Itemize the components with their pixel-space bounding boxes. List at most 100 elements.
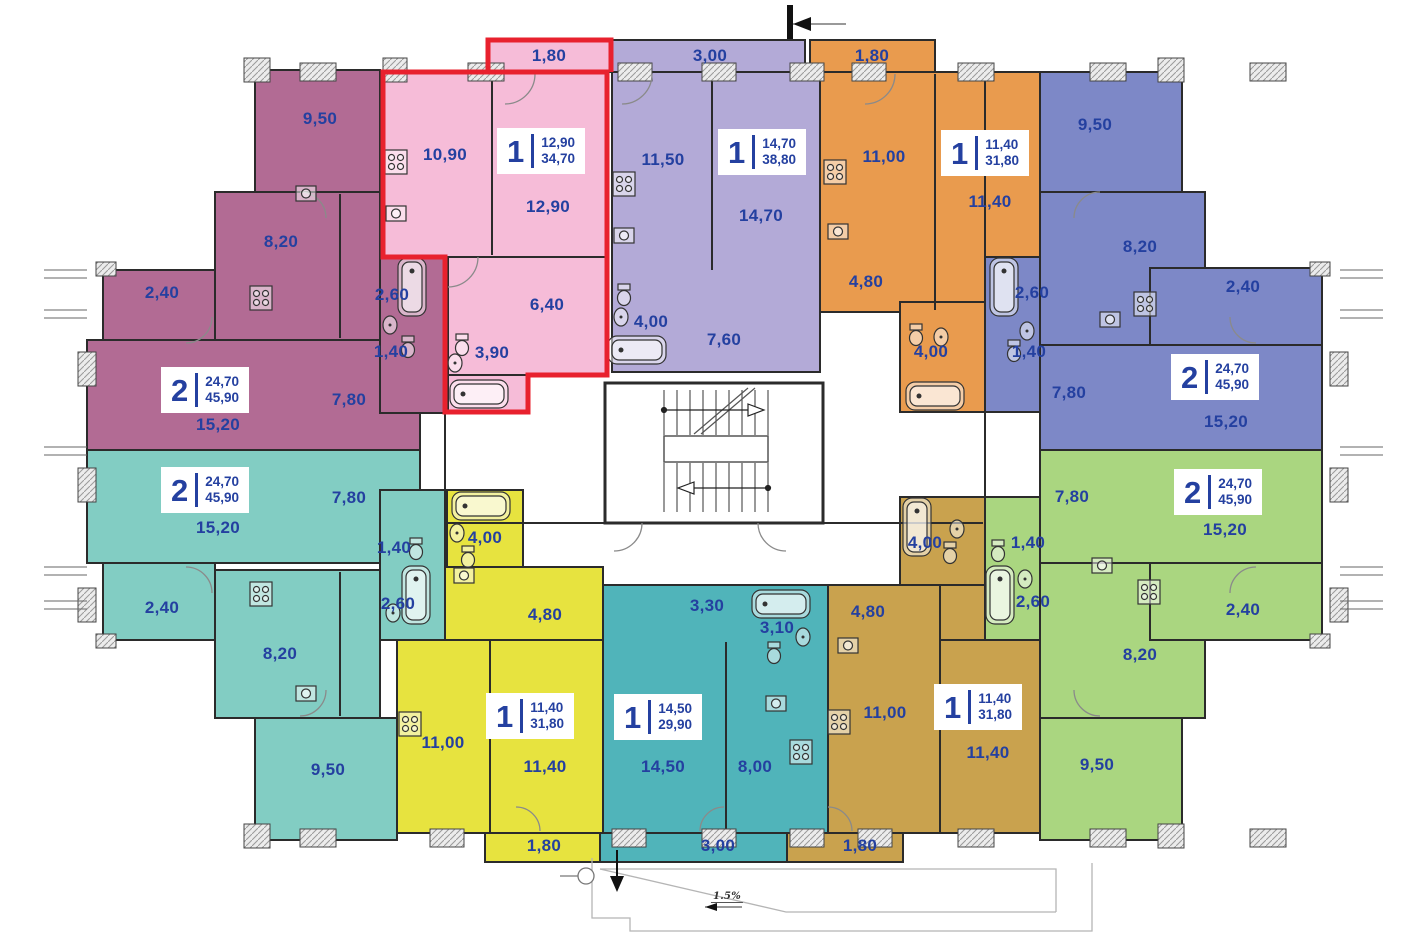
bathtub-icon	[985, 565, 1015, 625]
stove-icon	[789, 739, 813, 765]
toilet-icon	[408, 537, 424, 561]
section-marker-top	[787, 5, 846, 39]
washbasin-icon	[385, 603, 401, 623]
toilet-icon	[460, 545, 476, 569]
apartment-rooms-layer	[86, 39, 1323, 863]
room-tan	[827, 584, 941, 834]
door-swings-layer	[185, 73, 1257, 832]
wall-pier	[1329, 587, 1349, 623]
bathtub-icon	[401, 565, 431, 625]
room-tan	[939, 639, 1041, 834]
wall-pier	[299, 62, 337, 82]
wall-pier	[611, 828, 647, 848]
stove-icon	[249, 581, 273, 607]
washbasin-icon	[795, 627, 811, 647]
wall-pier	[617, 62, 653, 82]
wall-pier	[1089, 828, 1127, 848]
wall-pier	[77, 351, 97, 387]
toilet-icon	[454, 333, 470, 357]
room-green	[1039, 717, 1183, 841]
kitchen-sink-icon	[453, 567, 475, 584]
stove-icon	[398, 711, 422, 737]
stove-icon	[823, 159, 847, 185]
wall-pier	[1309, 633, 1331, 649]
bathtub-icon	[451, 491, 511, 521]
wall-pier	[789, 62, 825, 82]
kitchen-sink-icon	[827, 223, 849, 240]
wall-pier	[957, 62, 995, 82]
room-pink	[487, 39, 612, 73]
wall-pier	[1089, 62, 1127, 82]
room-pink	[447, 256, 608, 376]
wall-pier	[243, 57, 271, 83]
stove-icon	[1133, 291, 1157, 317]
room-mauve	[214, 191, 381, 341]
toilet-icon	[616, 283, 632, 307]
wall-pier	[1309, 261, 1331, 277]
slope-arrow	[705, 903, 742, 911]
stove-icon	[1137, 579, 1161, 605]
room-pink	[382, 71, 608, 258]
wall-pier	[77, 587, 97, 623]
room-teal	[102, 562, 216, 641]
washbasin-icon	[447, 353, 463, 373]
kitchen-sink-icon	[295, 685, 317, 702]
room-mauve	[379, 256, 446, 414]
toilet-icon	[400, 335, 416, 359]
wall-pier	[701, 62, 737, 82]
toilet-icon	[766, 641, 782, 665]
bathtub-icon	[397, 257, 427, 317]
wall-pier	[851, 62, 887, 82]
wall-pier	[1249, 828, 1287, 848]
wall-piers-layer	[77, 57, 1349, 849]
kitchen-sink-icon	[295, 185, 317, 202]
wall-pier	[243, 823, 271, 849]
room-teal	[86, 449, 421, 564]
room-orange	[819, 71, 986, 313]
kitchen-sink-icon	[1091, 557, 1113, 574]
wall-pier	[1157, 57, 1185, 83]
bathtub-icon	[905, 381, 965, 411]
wall-pier	[1329, 467, 1349, 503]
room-tan	[939, 584, 986, 641]
wall-pier	[1249, 62, 1287, 82]
washbasin-icon	[382, 315, 398, 335]
room-purple	[611, 71, 821, 373]
toilet-icon	[1006, 339, 1022, 363]
wall-pier	[789, 828, 825, 848]
room-yellow	[484, 832, 601, 863]
room-green	[1039, 449, 1323, 564]
kitchen-sink-icon	[385, 205, 407, 222]
room-yellow	[489, 639, 604, 834]
washbasin-icon	[933, 327, 949, 347]
bathtub-icon	[449, 379, 509, 409]
toilet-icon	[908, 323, 924, 347]
room-mauve	[86, 339, 421, 451]
room-orange	[984, 71, 1041, 258]
washbasin-icon	[949, 519, 965, 539]
stove-icon	[249, 285, 273, 311]
bathtub-icon	[607, 335, 667, 365]
washbasin-icon	[449, 523, 465, 543]
washbasin-icon	[613, 307, 629, 327]
room-teal	[254, 717, 398, 841]
wall-pier	[95, 261, 117, 277]
room-mauve	[102, 269, 216, 347]
room-cyan	[602, 584, 829, 834]
wall-pier	[701, 828, 737, 848]
room-green	[1149, 562, 1323, 641]
wall-pier	[429, 828, 465, 848]
bathtub-icon	[751, 589, 811, 619]
stove-icon	[827, 709, 851, 735]
stove-icon	[384, 149, 408, 175]
wall-pier	[77, 467, 97, 503]
bathtub-icon	[902, 497, 932, 557]
stove-icon	[612, 171, 636, 197]
wall-pier	[857, 828, 893, 848]
toilet-icon	[990, 539, 1006, 563]
kitchen-sink-icon	[765, 695, 787, 712]
kitchen-sink-icon	[613, 227, 635, 244]
balcony-railing-lines	[44, 269, 1383, 610]
